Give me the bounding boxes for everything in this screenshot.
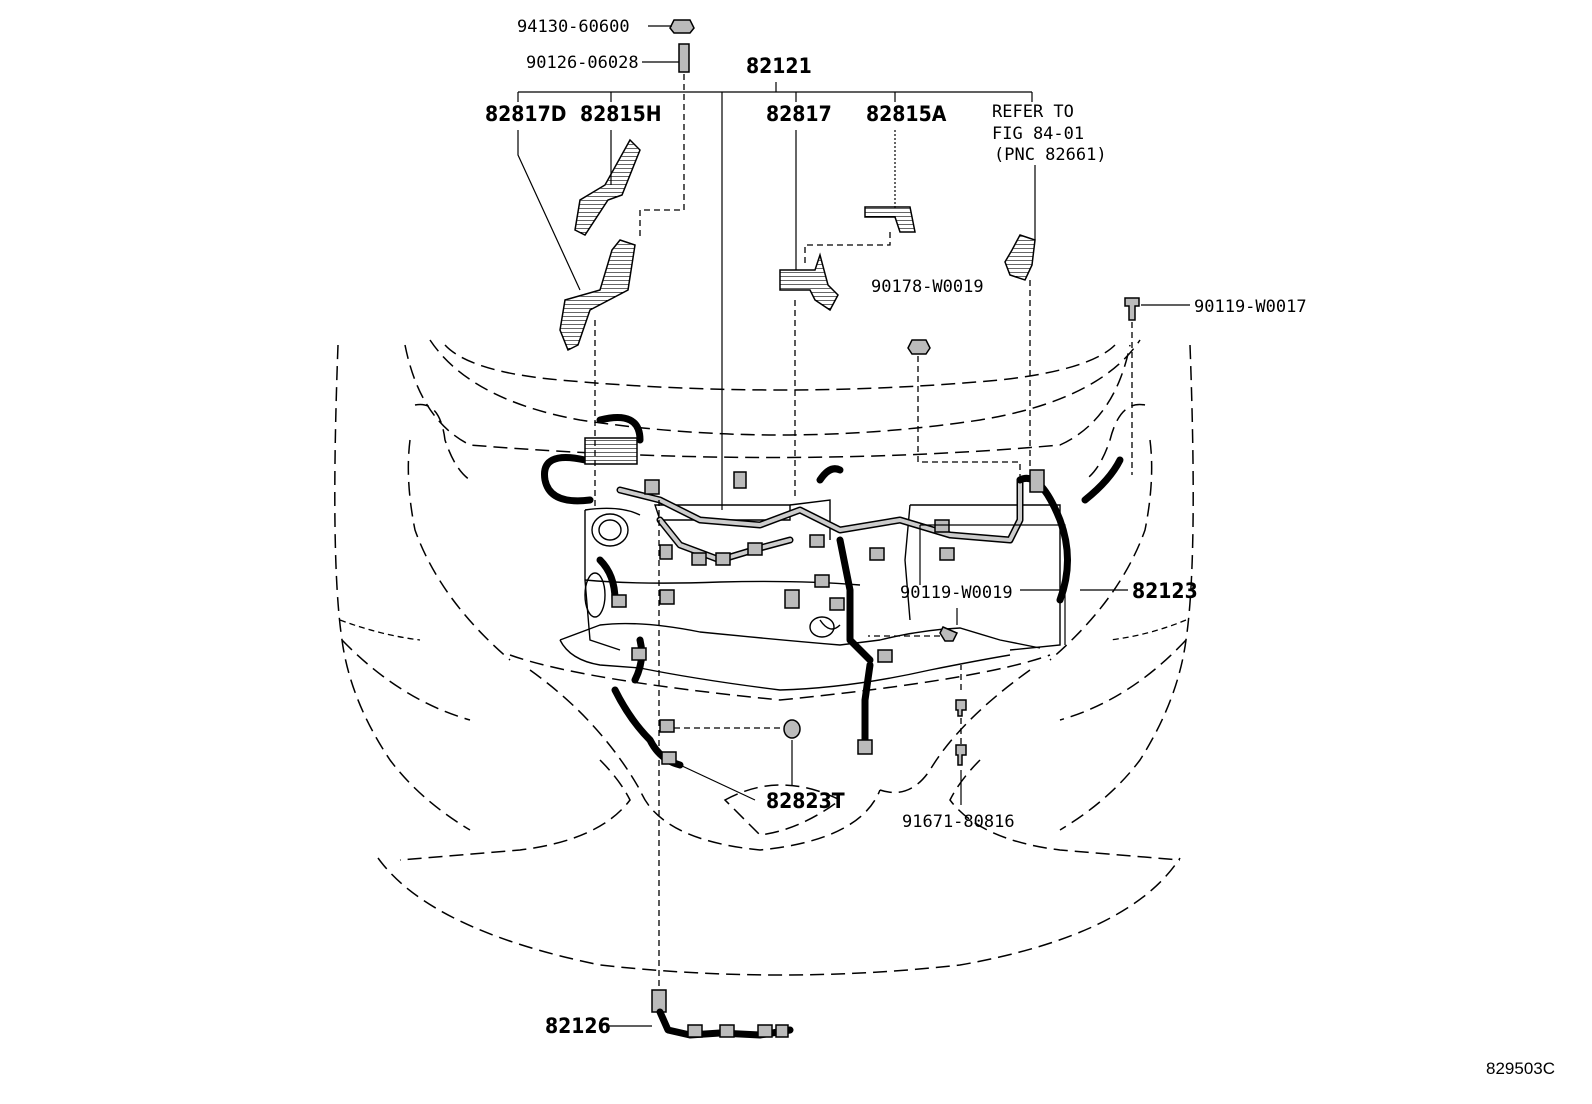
label-90126-06028[interactable]: 90126-06028 [526, 53, 639, 73]
label-refer-line2: FIG 84-01 [992, 124, 1084, 144]
nut-90178 [907, 339, 931, 355]
callout-leaders [517, 25, 1190, 1027]
bolt-90119-W0019 [939, 626, 959, 642]
label-90119-W0017[interactable]: 90119-W0017 [1194, 297, 1307, 317]
label-94130-60600[interactable]: 94130-60600 [517, 17, 630, 37]
assembly-leaders [594, 74, 1133, 990]
bolt-91671-lower [955, 744, 967, 766]
vehicle-body-outline [334, 339, 1194, 976]
figure-id: 829503C [1486, 1059, 1555, 1078]
label-82126[interactable]: 82126 [545, 1014, 611, 1038]
bracket-82815A [864, 206, 916, 233]
label-refer-line1: REFER TO [992, 102, 1074, 122]
bracket-82815H [574, 138, 641, 236]
nut-94130 [669, 19, 695, 34]
label-82121[interactable]: 82121 [746, 54, 812, 78]
bolt-91671-upper [955, 699, 967, 717]
label-refer-line3[interactable]: (PNC 82661) [994, 145, 1107, 165]
label-90119-W0019[interactable]: 90119-W0019 [900, 583, 1013, 603]
label-90178-W0019[interactable]: 90178-W0019 [871, 277, 984, 297]
wire-harness [541, 414, 1124, 769]
part-labels: 94130-60600 90126-06028 82121 82817D 828… [485, 17, 1555, 1078]
label-91671-80816[interactable]: 91671-80816 [902, 812, 1015, 832]
clamp-82817D [559, 239, 636, 352]
label-82817[interactable]: 82817 [766, 102, 832, 126]
label-82815H[interactable]: 82815H [580, 102, 662, 126]
engine-compartment [559, 499, 1061, 691]
exploded-parts [559, 19, 1140, 1039]
clip-82823T [783, 719, 801, 739]
label-82823T[interactable]: 82823T [766, 789, 845, 813]
label-82815A[interactable]: 82815A [866, 102, 947, 126]
stud-90126 [678, 43, 690, 73]
bolt-90119-W0017 [1124, 297, 1140, 321]
label-82817D[interactable]: 82817D [485, 102, 566, 126]
connector-82661 [1004, 234, 1036, 281]
clamp-82817 [779, 252, 839, 312]
label-82123[interactable]: 82123 [1132, 579, 1198, 603]
